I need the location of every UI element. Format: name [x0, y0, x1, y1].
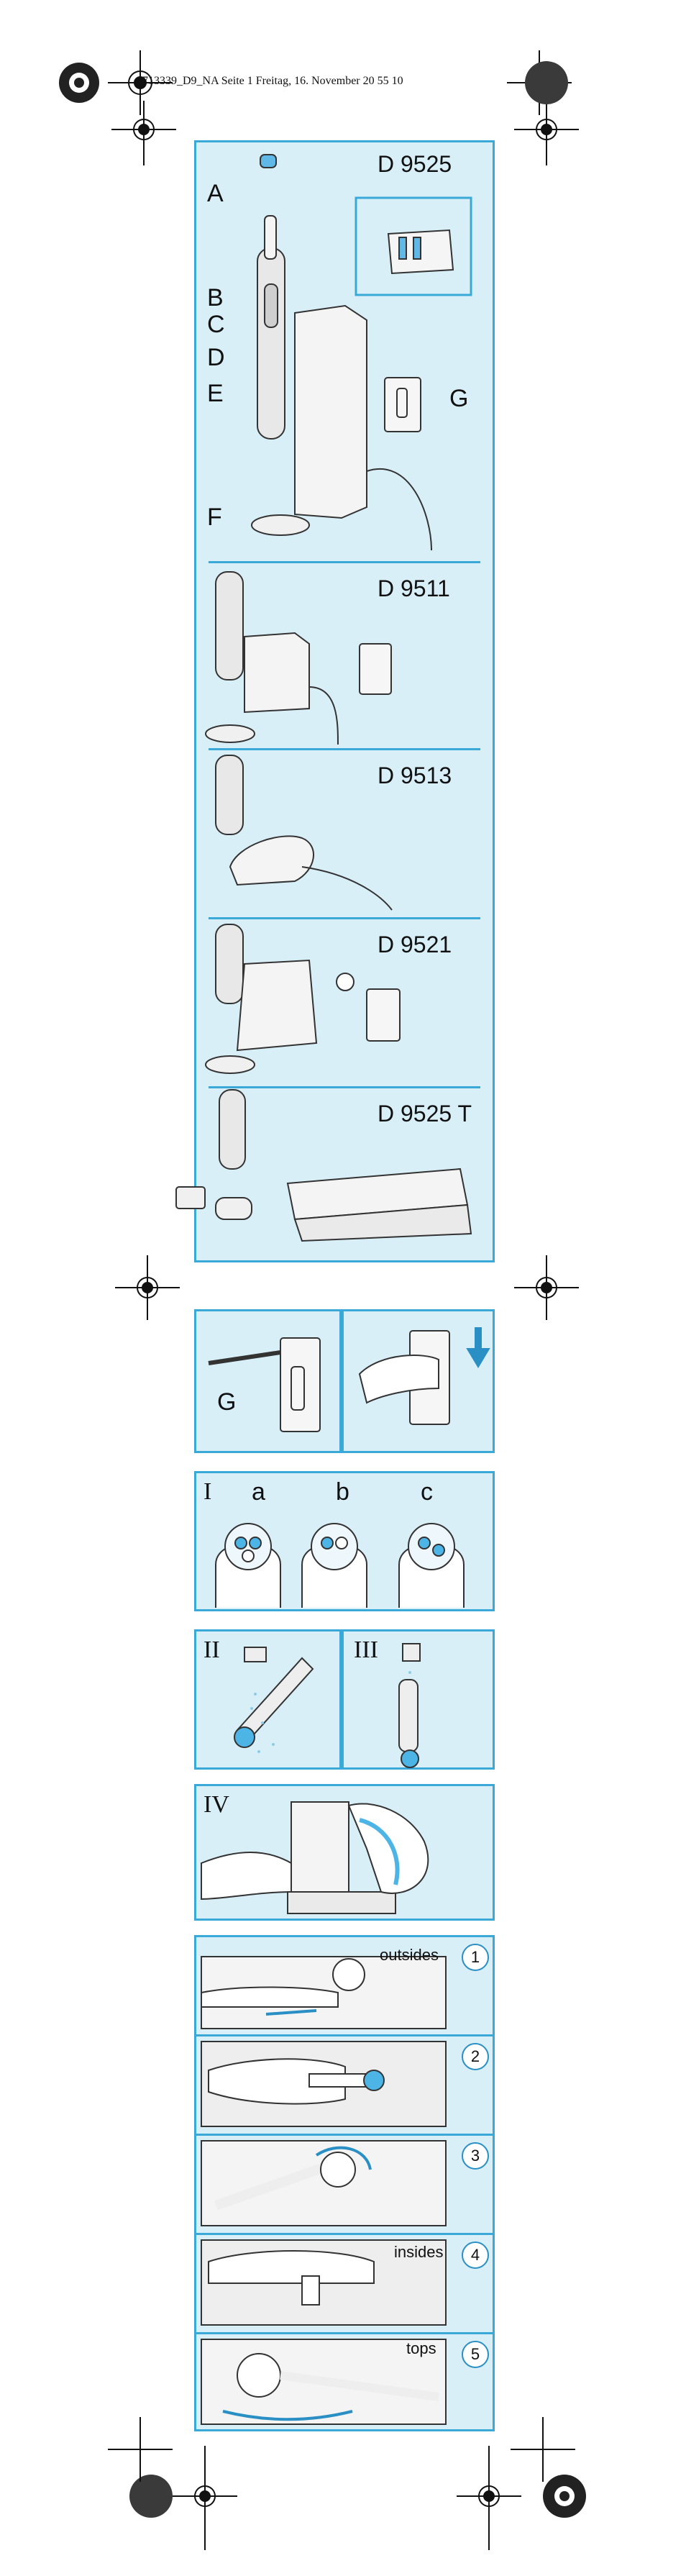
rinse-illustration [234, 1643, 421, 1768]
step-number: 1 [462, 1944, 489, 1971]
divider [209, 561, 480, 563]
part-label-d: D [207, 344, 225, 371]
part-label-g: G [449, 385, 469, 412]
roman-numeral-i: I [203, 1478, 212, 1505]
divider [209, 917, 480, 919]
part-label-e: E [207, 380, 224, 407]
model-label: D 9511 [378, 575, 450, 601]
step-number: 2 [462, 2043, 489, 2070]
divider [209, 748, 480, 750]
step-label-insides: insides [394, 2243, 444, 2261]
divider [209, 1086, 480, 1088]
model-label: D 9525 [378, 151, 452, 177]
divider [194, 2134, 495, 2136]
model-label: D 9521 [378, 932, 452, 957]
divider [194, 2034, 495, 2036]
step-number: 4 [462, 2242, 489, 2269]
model-label: D 9513 [378, 763, 452, 788]
part-label-a: A [207, 180, 224, 207]
roman-numeral-iv: IV [203, 1791, 229, 1818]
wall-mount-illustration [208, 1327, 490, 1432]
toothbrush-illustration [175, 154, 472, 1242]
brush-head-label-a: a [252, 1478, 265, 1506]
step-label-tops: tops [406, 2339, 436, 2357]
part-label-c: C [207, 311, 225, 338]
brush-head-label-c: c [421, 1478, 433, 1506]
step-label-outsides: outsides [380, 1946, 439, 1964]
cleaning-illustration [201, 1801, 429, 1914]
part-label-b: B [207, 284, 224, 311]
mount-label-g: G [217, 1388, 237, 1416]
brushing-steps-illustration [201, 1956, 447, 2425]
step-number: 3 [462, 2142, 489, 2170]
print-header: 4713339_D9_NA Seite 1 Freitag, 16. Novem… [137, 75, 403, 87]
divider [194, 2332, 495, 2334]
part-label-f: F [207, 504, 222, 531]
brush-heads-illustration [215, 1523, 465, 1608]
model-label: D 9525 T [378, 1101, 472, 1127]
brush-head-label-b: b [336, 1478, 349, 1506]
step-number: 5 [462, 2341, 489, 2368]
divider [194, 2233, 495, 2235]
roman-numeral-iii: III [354, 1637, 378, 1663]
roman-numeral-ii: II [203, 1637, 220, 1663]
